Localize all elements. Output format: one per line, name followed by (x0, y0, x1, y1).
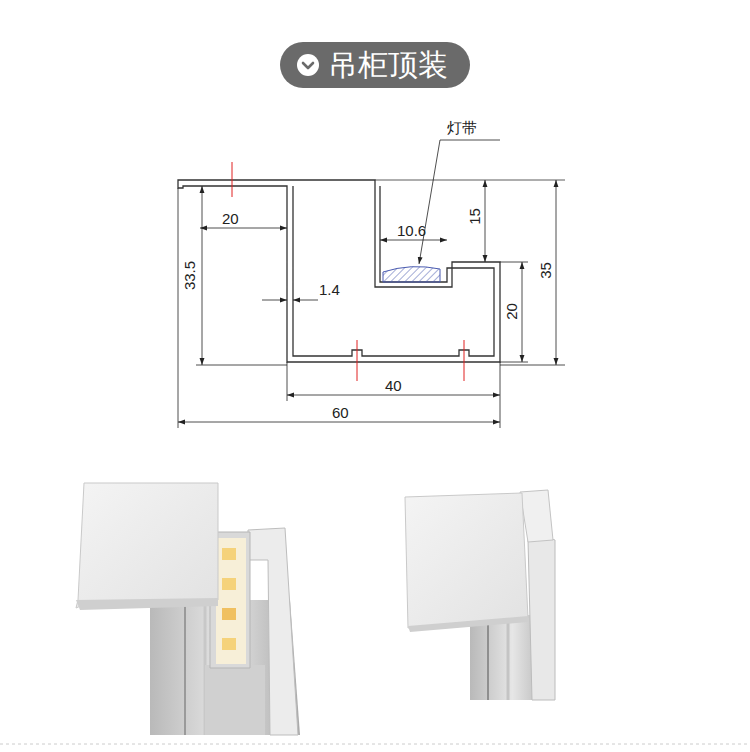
drawing-polygon (520, 490, 553, 542)
drawing-rect (222, 608, 236, 620)
drawing-line (262, 300, 287, 301)
dimension-value: 60 (332, 405, 349, 420)
drawing-rect (222, 638, 236, 650)
drawing-polygon (76, 598, 218, 610)
drawing-line (500, 362, 528, 363)
drawing-line (178, 188, 179, 428)
dimension-value: 20 (222, 211, 239, 226)
drawing-line (196, 365, 287, 366)
drawing-line (464, 340, 465, 381)
dimension-value: 33.5 (182, 261, 197, 290)
title-text: 吊柜顶装 (328, 50, 448, 80)
drawing-line (293, 300, 318, 301)
callout-label: 灯带 (447, 120, 477, 135)
drawing-path (178, 180, 500, 362)
drawing-line (522, 262, 523, 362)
drawing-line (507, 620, 510, 700)
drawing-line (556, 180, 557, 365)
profile-section (178, 180, 565, 362)
dimension-value: 40 (385, 378, 402, 393)
dimension-value: 35 (538, 262, 553, 279)
divider-line (0, 744, 750, 745)
drawing-line (357, 340, 358, 381)
drawing-line (485, 180, 486, 262)
drawing-polygon (248, 528, 298, 735)
drawing-polyline (419, 140, 500, 264)
drawing-rect (222, 548, 236, 560)
product-photo-right (405, 490, 555, 700)
drawing-line (500, 365, 565, 366)
drawing-circle (297, 54, 319, 76)
drawing-line (178, 422, 500, 423)
drawing-line (500, 262, 528, 263)
drawing-line (487, 620, 489, 700)
drawing-line (184, 605, 186, 735)
dimension-lines (178, 140, 565, 428)
drawing-line (375, 180, 565, 181)
drawing-line (380, 240, 447, 241)
drawing-polygon (205, 665, 265, 735)
drawing-line (200, 228, 287, 229)
dimension-value: 15 (467, 208, 482, 225)
dimension-value: 1.4 (319, 282, 340, 297)
dimension-value: 10.6 (397, 223, 426, 238)
led-strip (383, 267, 440, 282)
drawing-polygon (408, 616, 528, 632)
drawing-rect (222, 578, 236, 590)
title-pill: 吊柜顶装 (280, 42, 470, 88)
drawing-rect (216, 538, 246, 664)
chevron-icon (296, 53, 320, 77)
drawing-polygon (76, 483, 218, 608)
drawing-polygon (528, 538, 555, 700)
drawing-line (232, 162, 233, 197)
product-photo-left (76, 483, 300, 735)
drawing-line (202, 186, 203, 365)
center-marks (232, 162, 464, 381)
drawing-polyline (303, 63, 313, 68)
drawing-polygon (405, 493, 528, 628)
drawing-line (287, 395, 500, 396)
drawing-path (293, 186, 494, 356)
dimension-value: 20 (504, 303, 519, 320)
